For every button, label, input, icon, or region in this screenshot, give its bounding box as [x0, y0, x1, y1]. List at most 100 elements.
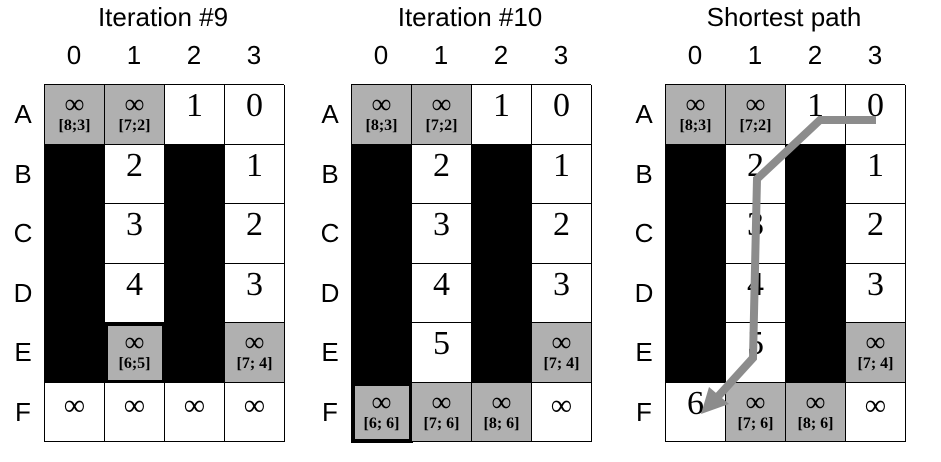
grid-cell: 3	[532, 263, 592, 323]
grid-cell	[666, 204, 726, 264]
grid-cell	[45, 144, 105, 204]
grid-cell: 1	[846, 144, 906, 204]
grid-cell: ∞[8;3]	[352, 85, 412, 145]
column-label: 0	[373, 40, 389, 70]
grid-cell: 2	[532, 204, 592, 264]
row-label: E	[635, 337, 653, 367]
cell-value: 4	[747, 265, 764, 303]
grid-cell	[472, 323, 532, 383]
grid-cell	[45, 263, 105, 323]
column-label: 0	[66, 40, 82, 70]
cell-value: ∞	[431, 89, 452, 120]
row-label: B	[321, 158, 339, 189]
cell-value: ∞	[551, 327, 572, 358]
cell-coordinate: [7; 6]	[737, 414, 774, 432]
cell-value: 3	[747, 206, 764, 243]
cell-value: 1	[553, 146, 570, 184]
grid-cell: 2	[726, 144, 786, 204]
cell-value: 2	[433, 146, 450, 184]
column-label: 3	[553, 40, 569, 70]
grid-cell	[165, 263, 225, 323]
grid-cell: 2	[412, 144, 472, 204]
row-label: D	[320, 277, 340, 308]
grid-cell	[165, 144, 225, 204]
grid-cell	[165, 323, 225, 383]
grid-cell: ∞	[225, 382, 285, 442]
grid-cell	[352, 323, 412, 383]
row-label: F	[15, 396, 31, 427]
grid-cell: 0	[532, 85, 592, 145]
grid-cell: 4	[105, 263, 165, 323]
row-label: A	[14, 99, 32, 129]
grid-cell: ∞	[846, 382, 906, 442]
grid-cell	[45, 204, 105, 264]
grid-cell	[472, 144, 532, 204]
row-label: E	[321, 337, 339, 367]
grid-cell: ∞	[45, 382, 105, 442]
grid-cell	[472, 263, 532, 323]
grid-cell: 4	[412, 263, 472, 323]
cell-value: 1	[867, 146, 884, 184]
row-label: F	[322, 396, 338, 427]
cell-coordinate: [8;3]	[679, 117, 712, 134]
cell-coordinate: [7;2]	[739, 117, 772, 134]
row-label: C	[634, 218, 654, 248]
cell-value: 2	[246, 206, 263, 243]
grid-cell: ∞[7; 6]	[412, 382, 472, 442]
cell-value: ∞	[63, 388, 86, 422]
cell-value: 1	[186, 87, 203, 124]
cell-coordinate: [7; 4]	[857, 355, 894, 372]
grid-cell: ∞[7;2]	[412, 85, 472, 145]
grid-cell: 5	[726, 323, 786, 383]
grid-cell: ∞[7;2]	[726, 85, 786, 145]
cell-value: 3	[867, 265, 884, 303]
row-label: C	[13, 218, 33, 248]
grid-cell: 1	[532, 144, 592, 204]
grid-cell: ∞[7; 6]	[726, 382, 786, 442]
grid-cell	[45, 323, 105, 383]
cell-value: ∞	[183, 388, 206, 422]
cell-value: 0	[867, 87, 884, 124]
grid-cell: ∞[8; 6]	[472, 382, 532, 442]
grid-cell: ∞[8;3]	[666, 85, 726, 145]
cell-value: 1	[246, 146, 263, 184]
grid-cell: ∞[7; 4]	[846, 323, 906, 383]
grid-cell: 3	[846, 263, 906, 323]
grid-cell: 6	[666, 382, 726, 442]
grid-cell: ∞[7; 4]	[532, 323, 592, 383]
cell-value: ∞	[371, 89, 392, 120]
grid-cell: ∞[6;5]	[104, 322, 166, 384]
cell-coordinate: [7; 4]	[236, 355, 273, 372]
grid-cell: 5	[412, 323, 472, 383]
cell-coordinate: [7;2]	[118, 117, 151, 134]
grid-cell: ∞[6; 6]	[351, 381, 413, 443]
cell-value: ∞	[491, 386, 512, 418]
grid-cell	[352, 263, 412, 323]
cell-value: ∞	[64, 89, 85, 120]
cell-value: ∞	[745, 89, 766, 120]
grid-cell: 2	[225, 204, 285, 264]
cell-coordinate: [7; 6]	[423, 414, 460, 432]
grid-cell: 4	[726, 263, 786, 323]
cell-value: 2	[747, 146, 764, 184]
column-label: 2	[807, 40, 823, 70]
column-label: 3	[867, 40, 883, 70]
column-label: 2	[186, 40, 202, 70]
cell-value: ∞	[124, 89, 145, 120]
panel-title: Iteration #10	[397, 2, 543, 32]
cell-value: 0	[553, 87, 570, 124]
grid-cell	[352, 144, 412, 204]
row-label: D	[634, 277, 654, 308]
cell-value: 6	[687, 384, 704, 422]
cell-value: ∞	[124, 327, 145, 358]
grid-cell: 1	[472, 85, 532, 145]
grid-cell: ∞	[105, 382, 165, 442]
grid-cell: 0	[846, 85, 906, 145]
grid-cell	[786, 323, 846, 383]
column-label: 1	[433, 40, 449, 70]
grid-cell: 1	[165, 85, 225, 145]
grid-cell	[165, 204, 225, 264]
grid-cell	[786, 263, 846, 323]
